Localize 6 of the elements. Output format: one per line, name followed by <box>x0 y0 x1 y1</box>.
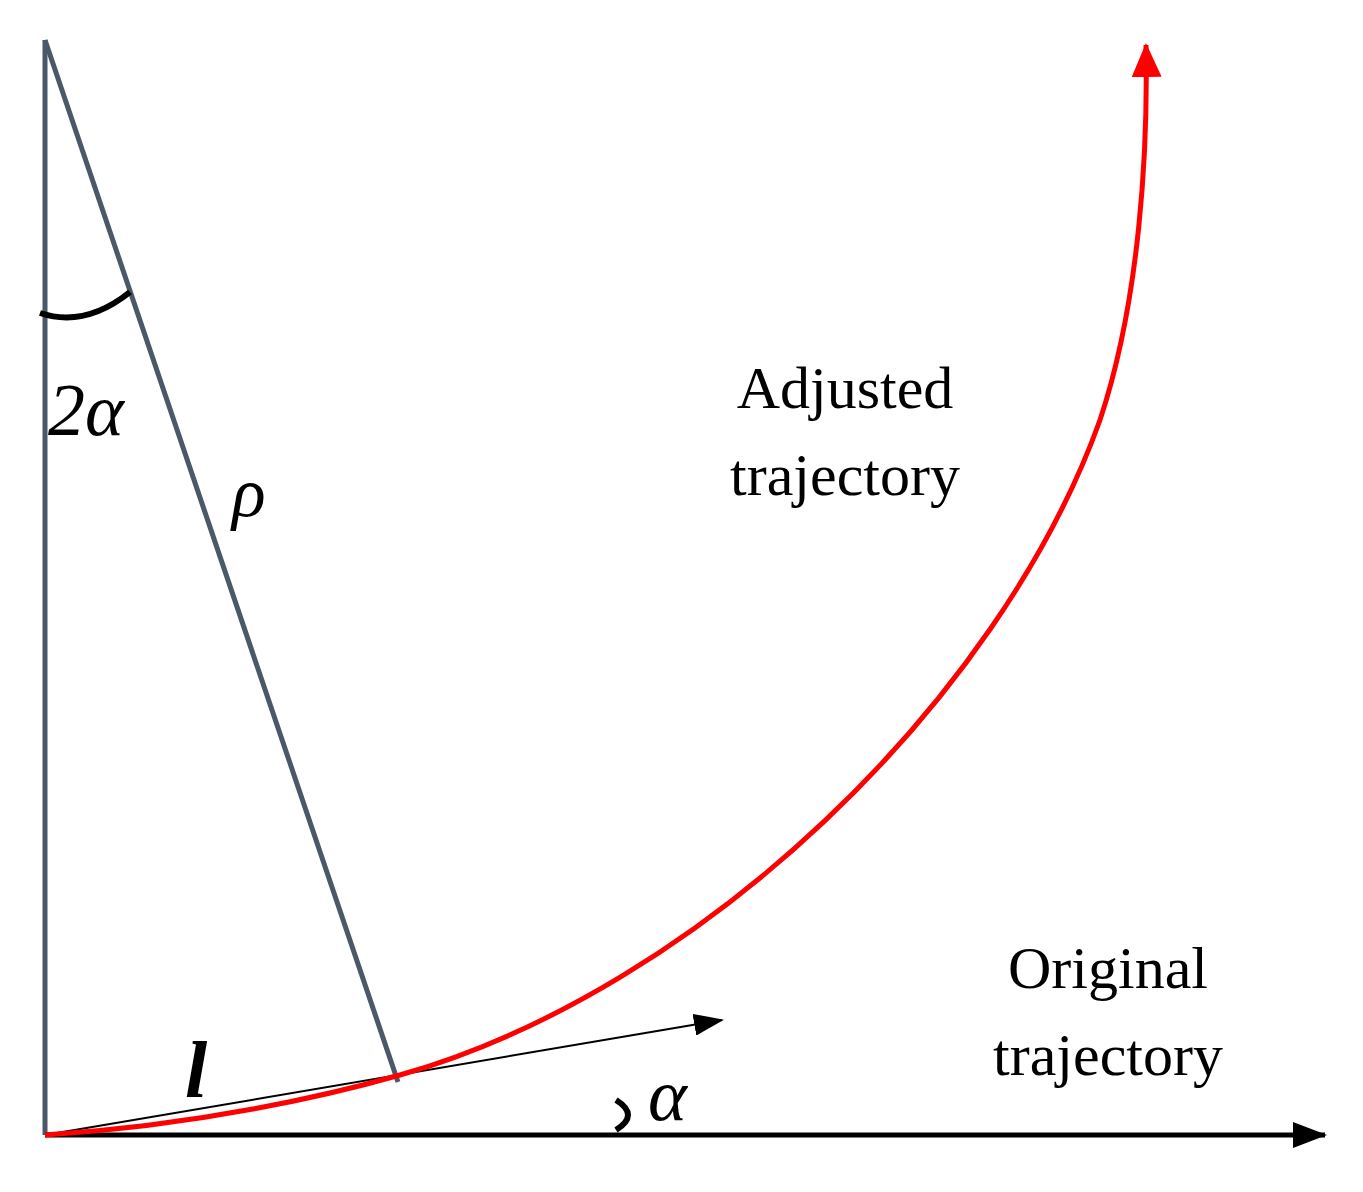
axis-label: Original trajectory <box>992 934 1224 1090</box>
angle-label: 2α <box>48 368 124 453</box>
curve-label: Adjusted trajectory <box>729 354 961 510</box>
angle-label: α <box>648 1053 687 1138</box>
length-label: l <box>185 1025 208 1116</box>
radius-label: ρ <box>232 453 266 533</box>
